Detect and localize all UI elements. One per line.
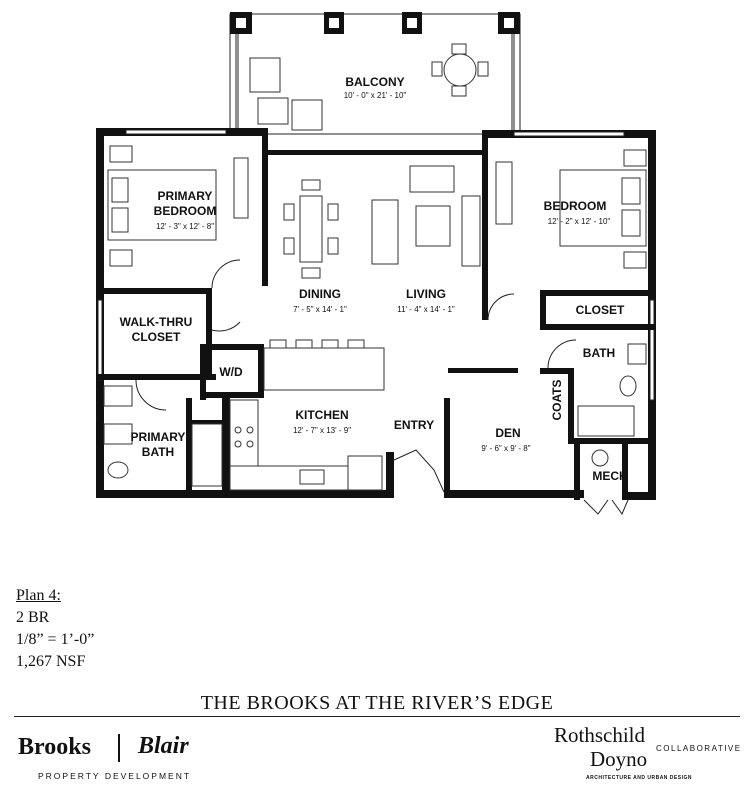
entry-label: ENTRY xyxy=(394,418,434,432)
closet-label: CLOSET xyxy=(576,303,625,317)
living-dim: 11' - 4" x 14' - 1" xyxy=(397,305,455,314)
architect-subtitle: ARCHITECTURE AND URBAN DESIGN xyxy=(586,775,692,781)
architect-logo-doyno: Doyno xyxy=(590,747,648,771)
room-labels: BALCONY 10' - 0" x 21' - 10" PRIMARY BED… xyxy=(120,75,628,483)
interior-walls xyxy=(96,288,656,500)
divider xyxy=(14,716,740,717)
plan-area: 1,267 NSF xyxy=(16,653,86,670)
kitchen-dim: 12' - 7" x 13' - 9" xyxy=(293,426,351,435)
primary-bath-label-1: PRIMARY xyxy=(131,430,186,444)
primary-bedroom-dim: 12' - 3" x 12' - 8" xyxy=(156,222,214,231)
living-label: LIVING xyxy=(406,287,446,301)
windows xyxy=(97,129,655,401)
primary-bedroom-label-2: BEDROOM xyxy=(154,204,217,218)
kitchen-label: KITCHEN xyxy=(295,408,348,422)
den-label: DEN xyxy=(495,426,520,440)
architect-logo-collaborative: COLLABORATIVE xyxy=(656,744,742,753)
plan-bedrooms: 2 BR xyxy=(16,609,50,626)
logo-separator xyxy=(118,734,120,762)
balcony-dim: 10' - 0" x 21' - 10" xyxy=(344,91,407,100)
architect-logo-rothschild: Rothschild xyxy=(554,723,646,747)
primary-bath-label-2: BATH xyxy=(142,445,174,459)
coats-label: COATS xyxy=(550,379,564,420)
bedroom-dim: 12' - 2" x 12' - 10" xyxy=(548,217,611,226)
walk-thru-label-1: WALK-THRU xyxy=(120,315,193,329)
bath-label: BATH xyxy=(583,346,615,360)
balcony-area xyxy=(229,12,521,135)
developer-logo-brooks: Brooks xyxy=(18,734,91,760)
walk-thru-label-2: CLOSET xyxy=(132,330,181,344)
balcony-label: BALCONY xyxy=(345,75,404,89)
developer-subtitle: PROPERTY DEVELOPMENT xyxy=(38,771,192,781)
den-dim: 9' - 6" x 9' - 8" xyxy=(481,444,530,453)
project-title: THE BROOKS AT THE RIVER’S EDGE xyxy=(200,692,554,714)
plan-info: Plan 4: 2 BR 1/8” = 1’-0” 1,267 NSF xyxy=(16,585,94,673)
dining-dim: 7' - 5" x 14' - 1" xyxy=(293,305,347,314)
bedroom-label: BEDROOM xyxy=(544,199,607,213)
plan-title: Plan 4: xyxy=(16,587,61,604)
furniture xyxy=(103,145,647,516)
primary-bedroom-label-1: PRIMARY xyxy=(158,189,213,203)
developer-logo-blair: Blair xyxy=(138,733,189,759)
plan-scale: 1/8” = 1’-0” xyxy=(16,631,95,648)
wd-label: W/D xyxy=(219,365,243,379)
floor-plan: BALCONY 10' - 0" x 21' - 10" PRIMARY BED… xyxy=(96,12,656,516)
dining-label: DINING xyxy=(299,287,341,301)
mech-label: MECH xyxy=(592,469,627,483)
